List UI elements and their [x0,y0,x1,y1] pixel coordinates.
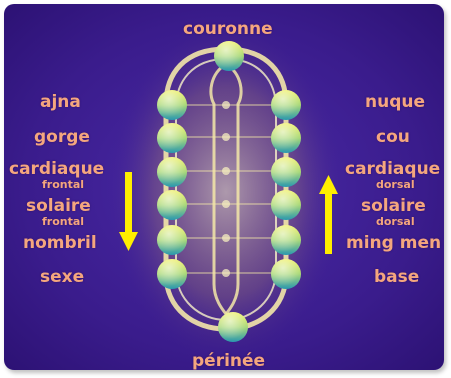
label-dorsal-cardiaque: dorsal [376,179,415,190]
label-base: base [374,269,419,286]
label-perinee: périnée [192,353,265,370]
label-solaire-left: solaire [26,198,91,215]
label-ajna: ajna [40,94,81,111]
label-cardiaque-right: cardiaque [345,161,440,178]
label-sexe: sexe [40,269,84,286]
label-cardiaque-left: cardiaque [9,161,104,178]
label-cou: cou [376,129,410,146]
label-nuque: nuque [365,94,425,111]
sphere-top [214,41,244,71]
sphere-bottom [218,312,248,342]
diagram-frame: couronne périnée ajna gorge cardiaque fr… [4,4,444,370]
label-frontal-solaire: frontal [42,216,84,227]
label-frontal-cardiaque: frontal [42,179,84,190]
label-ming-men: ming men [346,235,441,252]
label-gorge: gorge [34,129,90,146]
label-nombril: nombril [23,235,97,252]
label-couronne: couronne [183,21,273,38]
label-solaire-right: solaire [361,198,426,215]
label-dorsal-solaire: dorsal [376,216,415,227]
